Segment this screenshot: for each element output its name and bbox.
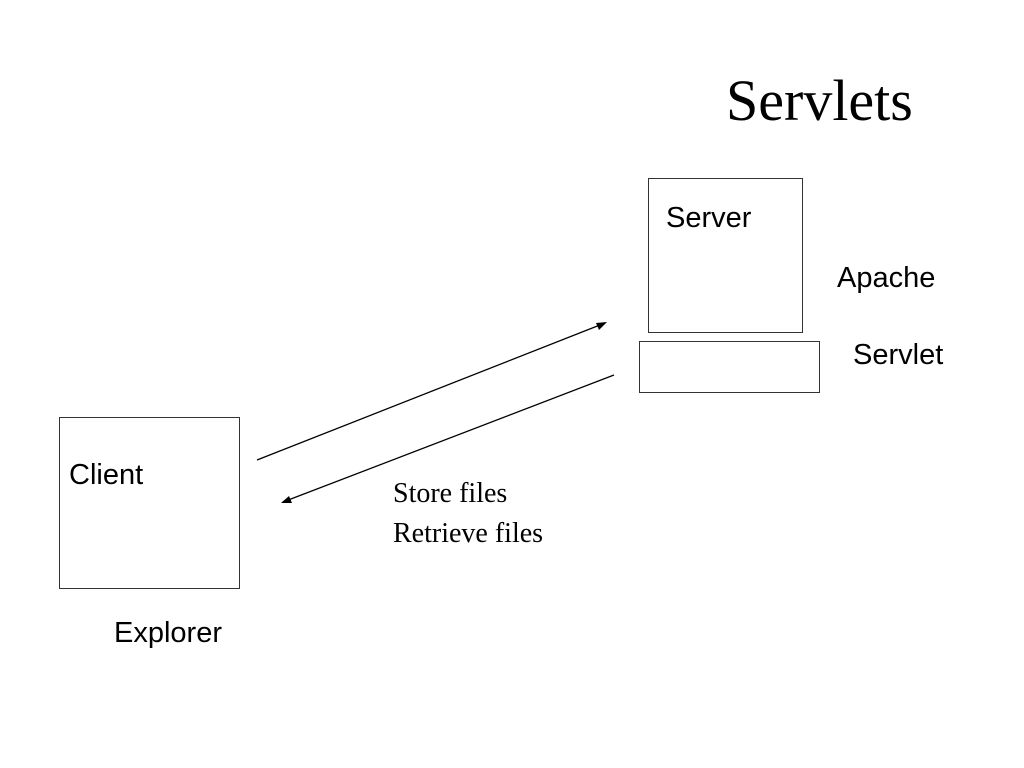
arrow-client-to-server <box>256 322 606 461</box>
slide-title: Servlets <box>726 68 913 133</box>
servlet-label: Servlet <box>853 339 944 371</box>
arrowhead-server <box>596 322 607 330</box>
client-label: Client <box>69 459 144 491</box>
servlet-box <box>639 341 820 393</box>
operation-store-files: Store files <box>393 478 508 509</box>
server-box <box>648 178 803 333</box>
explorer-label: Explorer <box>114 617 222 649</box>
operation-retrieve-files: Retrieve files <box>393 518 544 549</box>
arrow-server-to-client <box>282 374 615 503</box>
client-box <box>59 417 240 589</box>
server-label: Server <box>666 202 752 234</box>
apache-label: Apache <box>837 262 936 294</box>
arrowhead-client <box>281 496 292 503</box>
